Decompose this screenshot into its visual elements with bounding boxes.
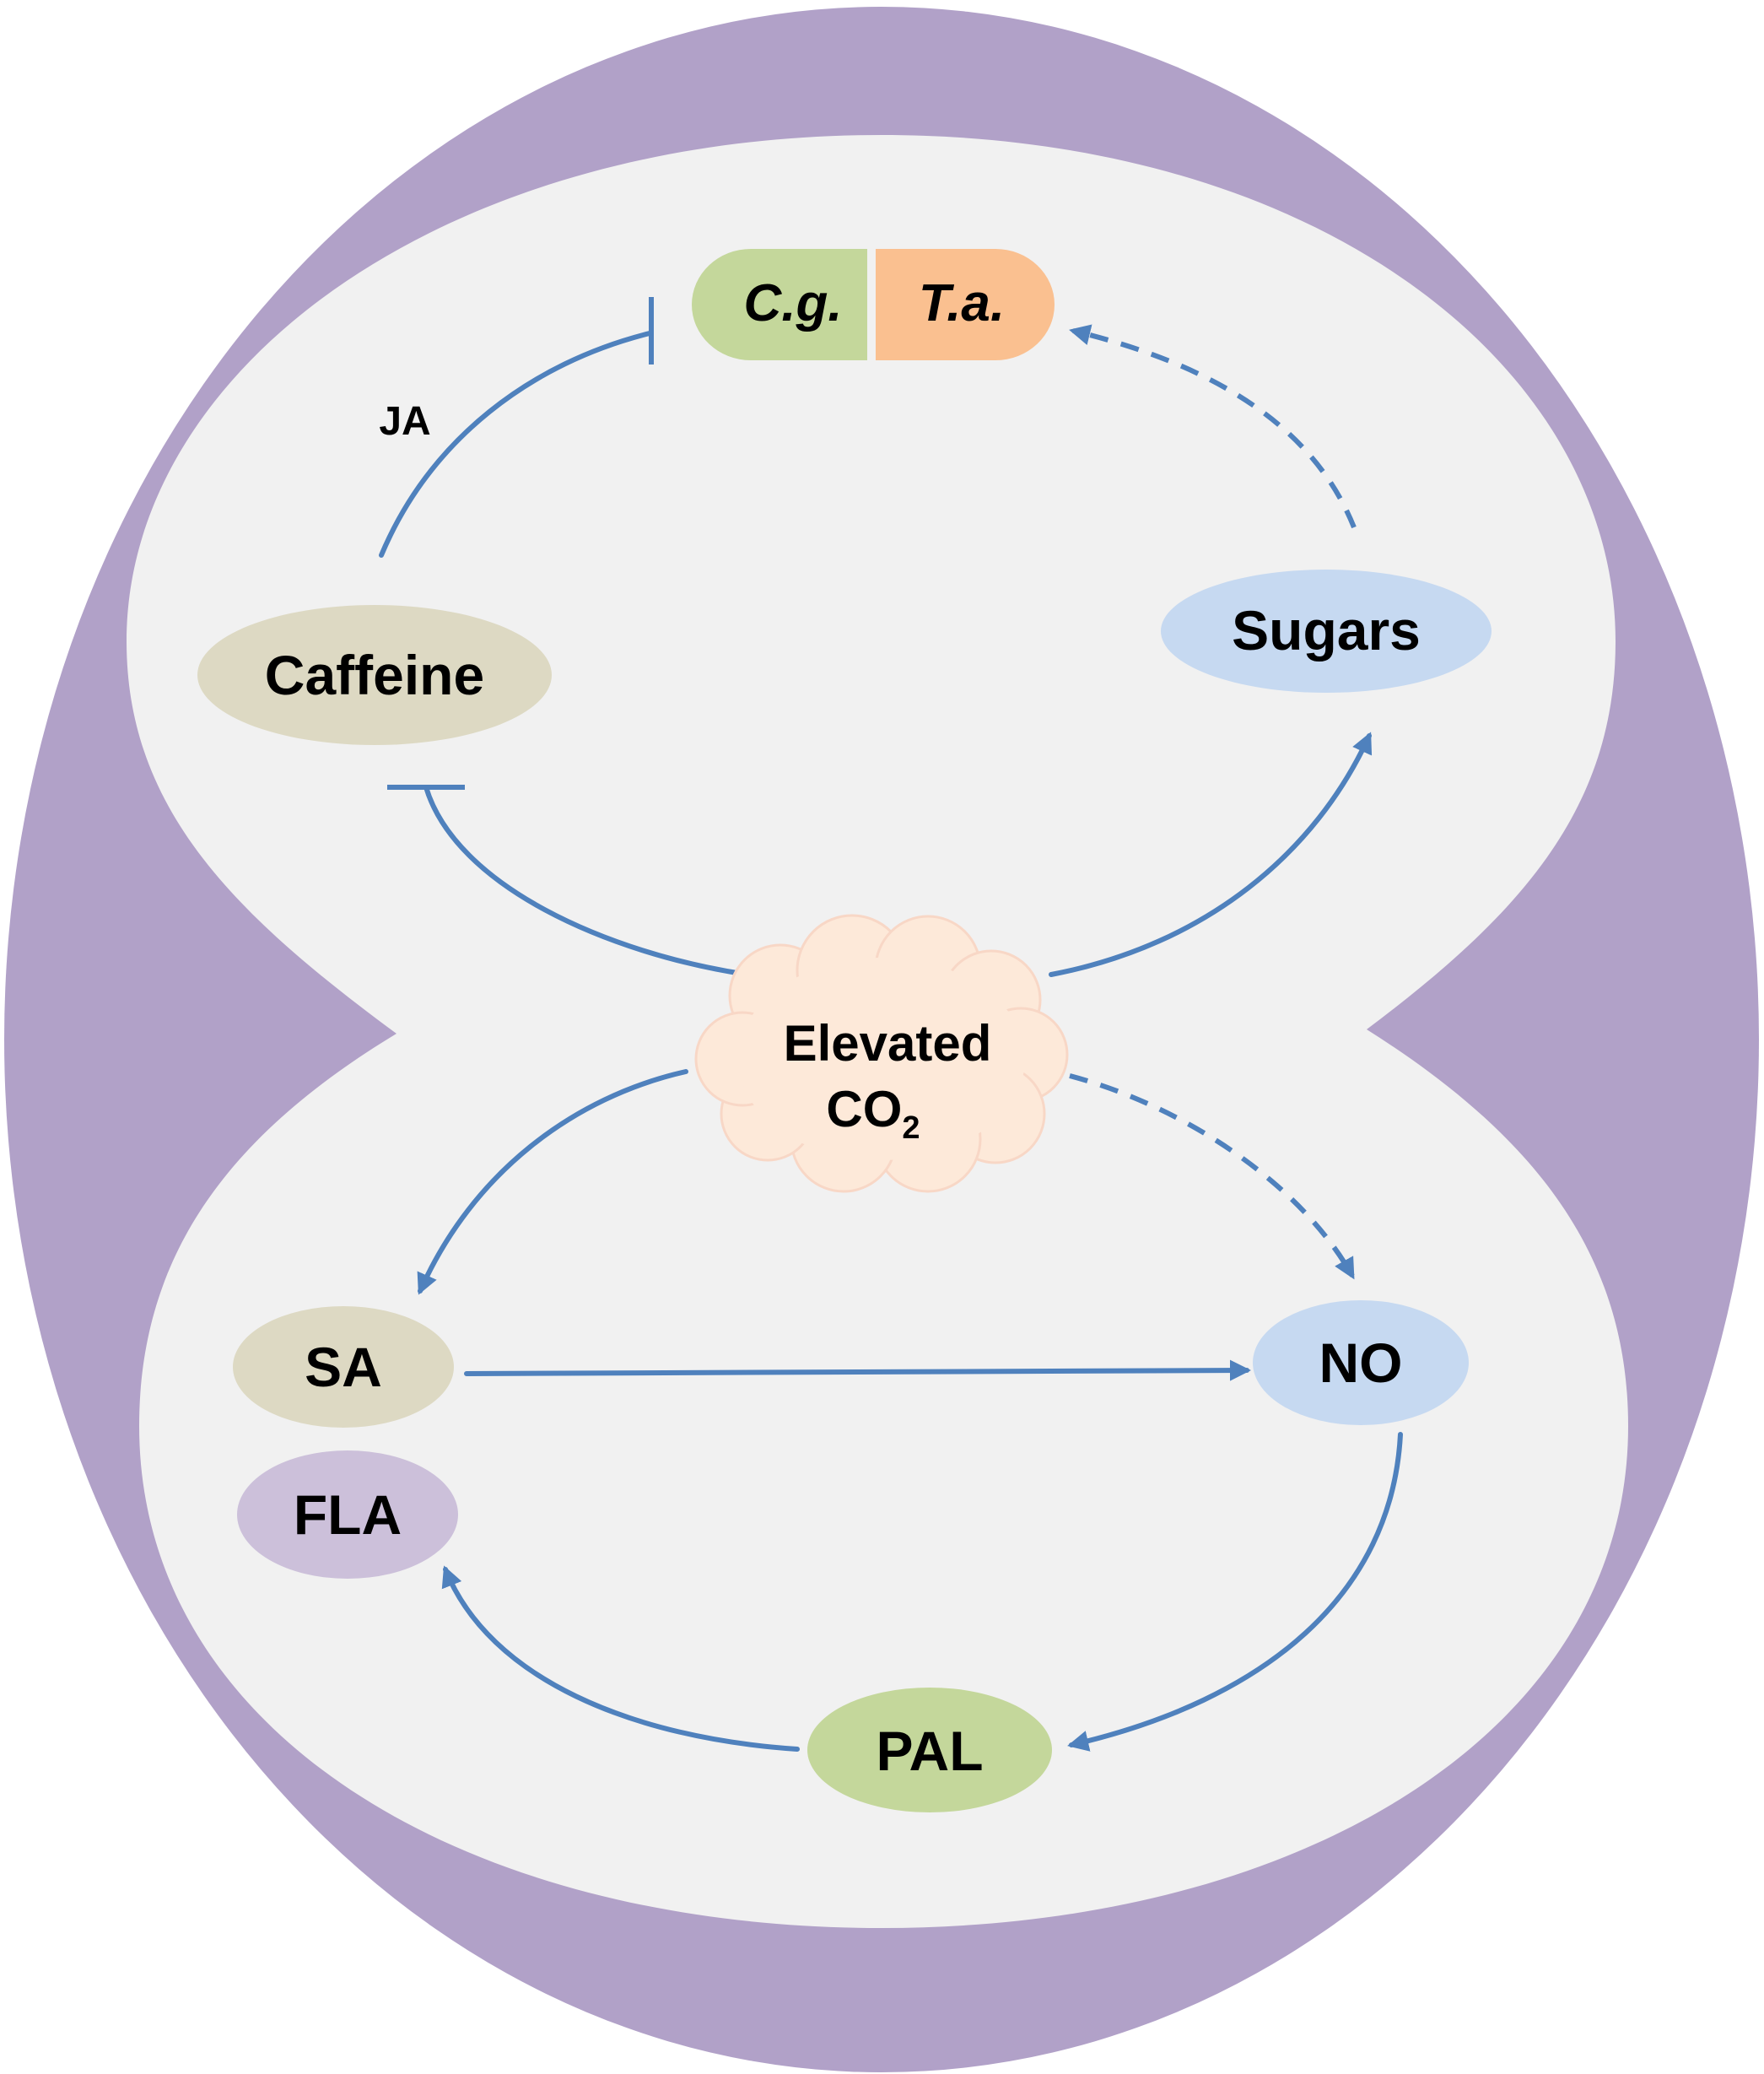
pathogen-cg-label: C.g. <box>743 274 842 332</box>
edge-caffeine-inhibits-pathogens <box>379 331 652 558</box>
co2-formula: CO2 <box>826 1081 920 1146</box>
pathogen-cg-half <box>692 249 867 360</box>
cloud-shape <box>694 914 1069 1193</box>
no-label: NO <box>1319 1331 1403 1394</box>
fla-ellipse <box>237 1450 458 1579</box>
edge-sa-to-no <box>464 1359 1252 1381</box>
edge-co2-to-sugars <box>1049 732 1373 977</box>
no-node: NO <box>1253 1300 1469 1425</box>
pal-label: PAL <box>876 1720 983 1782</box>
pal-ellipse <box>807 1688 1052 1812</box>
pathogen-ta-half <box>876 249 1055 360</box>
edge-co2-to-no <box>1069 1073 1355 1280</box>
edge-sugars-to-pathogens <box>1069 324 1357 529</box>
co2-formula-subscript: 2 <box>902 1110 920 1146</box>
edge-no-to-pal <box>1067 1432 1403 1752</box>
caffeine-ellipse <box>197 605 552 745</box>
sa-label: SA <box>305 1336 382 1398</box>
sugars-node: Sugars <box>1161 570 1492 693</box>
pathogen-ta-label: T.a. <box>919 274 1005 332</box>
pathogen-node: C.g. T.a. <box>692 249 1055 360</box>
edge-pal-to-fla <box>441 1565 800 1752</box>
fla-label: FLA <box>294 1483 402 1546</box>
sa-node: SA <box>233 1306 454 1428</box>
edge-co2-inhibits-caffeine <box>423 785 750 977</box>
caffeine-node: Caffeine <box>197 605 552 745</box>
no-ellipse <box>1253 1300 1469 1425</box>
edge-label-ja: JA <box>379 399 430 444</box>
sa-ellipse <box>233 1306 454 1428</box>
sugars-label: Sugars <box>1232 599 1421 662</box>
co2-label: Elevated <box>784 1015 992 1072</box>
fla-node: FLA <box>237 1450 458 1579</box>
co2-node: Elevated CO2 <box>694 914 1069 1193</box>
sugars-ellipse <box>1161 570 1492 693</box>
edge-co2-to-sa <box>417 1069 688 1295</box>
caffeine-label: Caffeine <box>265 644 484 706</box>
co2-formula-base: CO <box>826 1081 902 1137</box>
pal-node: PAL <box>807 1688 1052 1812</box>
